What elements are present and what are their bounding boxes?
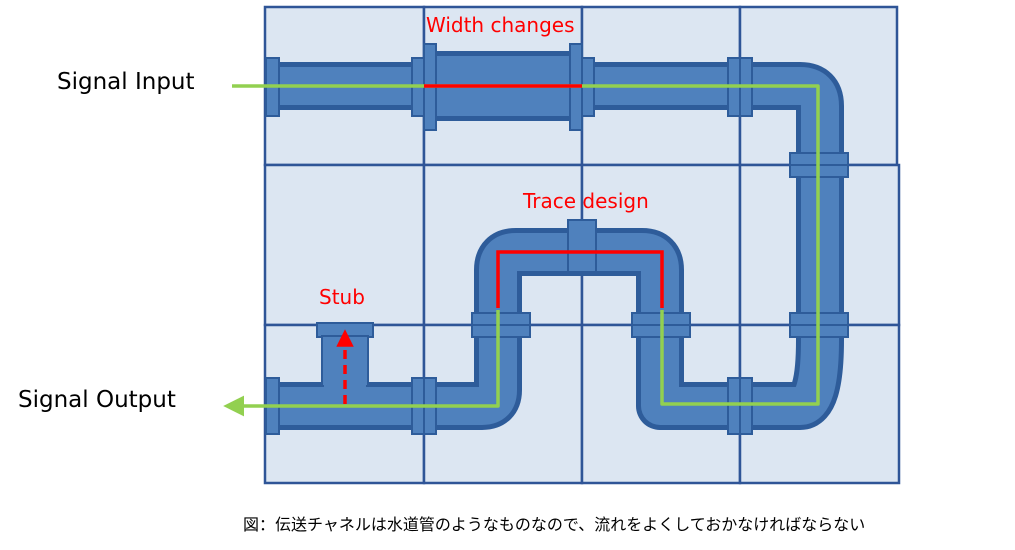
signal-input-arrow-line (232, 84, 820, 406)
flange (567, 219, 597, 273)
trace-design-marker (496, 250, 664, 308)
signal-input-label: Signal Input (57, 69, 195, 95)
flange (471, 324, 531, 338)
signal-output-label: Signal Output (18, 387, 176, 413)
width-changes-label: Width changes (426, 13, 575, 37)
stub-cap (316, 322, 374, 338)
trace-design-label: Trace design (522, 189, 649, 213)
figure-caption: 図：伝送チャネルは水道管のようなものなので、流れをよくしておかなければならない (243, 515, 865, 534)
pipe-segment (582, 67, 839, 425)
stub-label: Stub (319, 285, 365, 309)
flange (471, 312, 531, 326)
flange (739, 377, 753, 435)
pipe-segment (272, 233, 679, 425)
signal-path-segment (223, 310, 500, 417)
flange (727, 377, 741, 435)
